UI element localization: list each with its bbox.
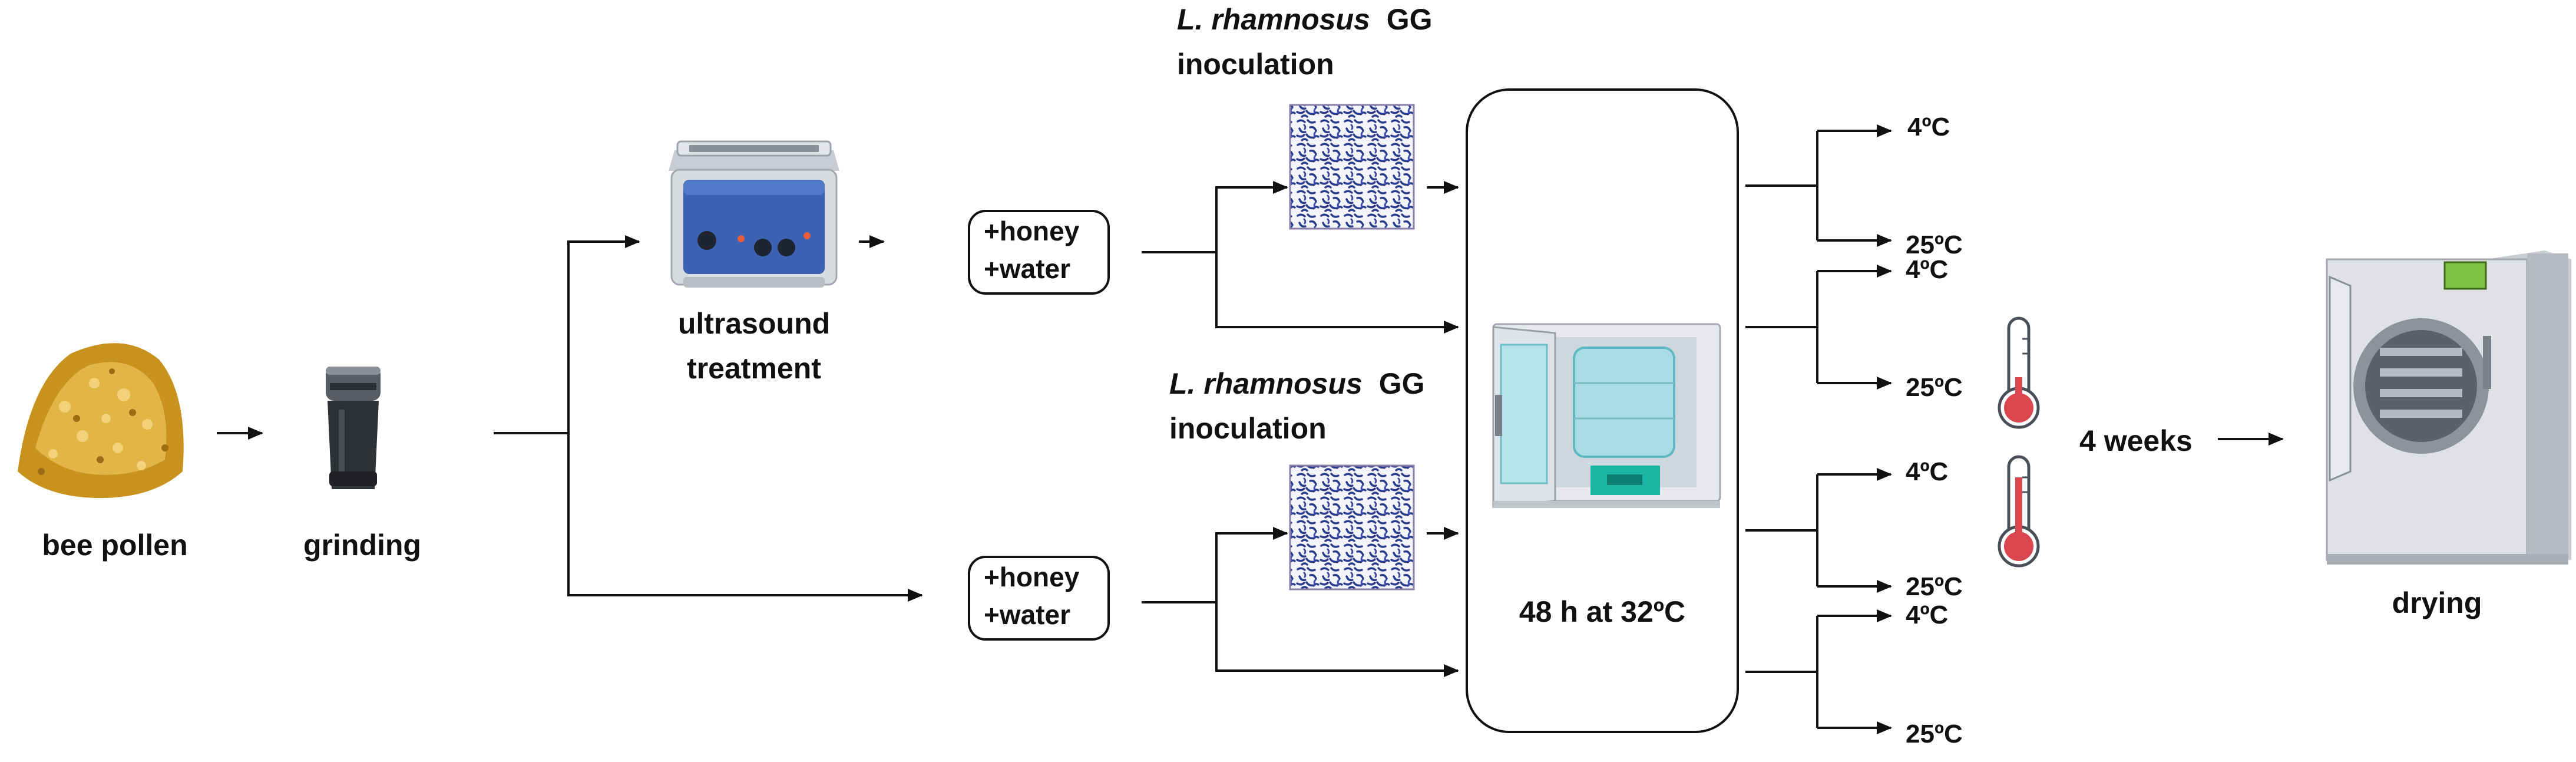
inoculation-bottom-strain: GG bbox=[1379, 367, 1425, 400]
arrow-to-ultrasound bbox=[567, 235, 640, 433]
temp-branch2-high: 25ºC bbox=[1906, 373, 1963, 402]
additives-top-line1: +honey bbox=[984, 216, 1080, 246]
inoculation-bottom-species: L. rhamnosus bbox=[1169, 367, 1363, 400]
arrow-bottom-to-incubator bbox=[1215, 602, 1459, 677]
grinder-icon bbox=[326, 367, 381, 489]
temperature-branch-1 bbox=[1745, 124, 1892, 247]
ultrasound-label-line2: treatment bbox=[687, 352, 821, 385]
arrow-to-additives-bottom bbox=[567, 433, 923, 602]
temperature-branch-3 bbox=[1745, 468, 1892, 593]
arrow-bottom-to-inoculation bbox=[1215, 527, 1288, 602]
storage-duration-label: 4 weeks bbox=[2079, 424, 2193, 457]
incubation-label: 48 h at 32ºC bbox=[1519, 595, 1685, 628]
temp-branch1-high: 25ºC bbox=[1906, 230, 1963, 259]
bee-pollen-pile-icon bbox=[18, 343, 184, 498]
inoculation-top-line2: inoculation bbox=[1177, 48, 1334, 81]
inoculation-top-strain: GG bbox=[1387, 3, 1433, 36]
incubator-icon bbox=[1492, 323, 1721, 508]
grinding-label: grinding bbox=[303, 529, 421, 562]
freeze-dryer-icon bbox=[2326, 250, 2571, 565]
drying-label: drying bbox=[2392, 586, 2482, 619]
ultrasound-label-line1: ultrasound bbox=[678, 307, 830, 340]
temp-branch3-low: 4ºC bbox=[1906, 457, 1948, 486]
inoculation-bottom-title: L. rhamnosus GG bbox=[1169, 367, 1425, 400]
additives-box-top: +honey +water bbox=[968, 210, 1110, 295]
temp-branch3-high: 25ºC bbox=[1906, 572, 1963, 601]
thermometer-icon bbox=[1998, 455, 2040, 568]
thermometer-icon bbox=[1998, 316, 2040, 429]
inoculation-top-species: L. rhamnosus bbox=[1177, 3, 1370, 36]
additives-box-bottom: +honey +water bbox=[968, 556, 1110, 641]
additives-bottom-line1: +honey bbox=[984, 562, 1080, 592]
inoculation-top-title: L. rhamnosus GG bbox=[1177, 3, 1433, 36]
additives-top-line2: +water bbox=[984, 253, 1070, 284]
temperature-branch-4 bbox=[1745, 609, 1892, 734]
temp-branch2-low: 4ºC bbox=[1906, 255, 1948, 284]
inoculation-bottom-line2: inoculation bbox=[1169, 412, 1327, 445]
arrow-top-to-incubator bbox=[1215, 252, 1459, 334]
temp-branch4-high: 25ºC bbox=[1906, 720, 1963, 748]
temp-branch4-low: 4ºC bbox=[1906, 601, 1948, 629]
bacteria-culture-icon bbox=[1289, 464, 1415, 591]
ultrasound-bath-icon bbox=[669, 140, 839, 288]
arrow-top-to-inoculation bbox=[1215, 181, 1288, 252]
temp-branch1-low: 4ºC bbox=[1907, 113, 1950, 141]
additives-bottom-line2: +water bbox=[984, 599, 1070, 630]
bacteria-culture-icon bbox=[1289, 104, 1415, 230]
temperature-branch-2 bbox=[1745, 265, 1892, 390]
bee-pollen-label: bee pollen bbox=[42, 529, 187, 562]
